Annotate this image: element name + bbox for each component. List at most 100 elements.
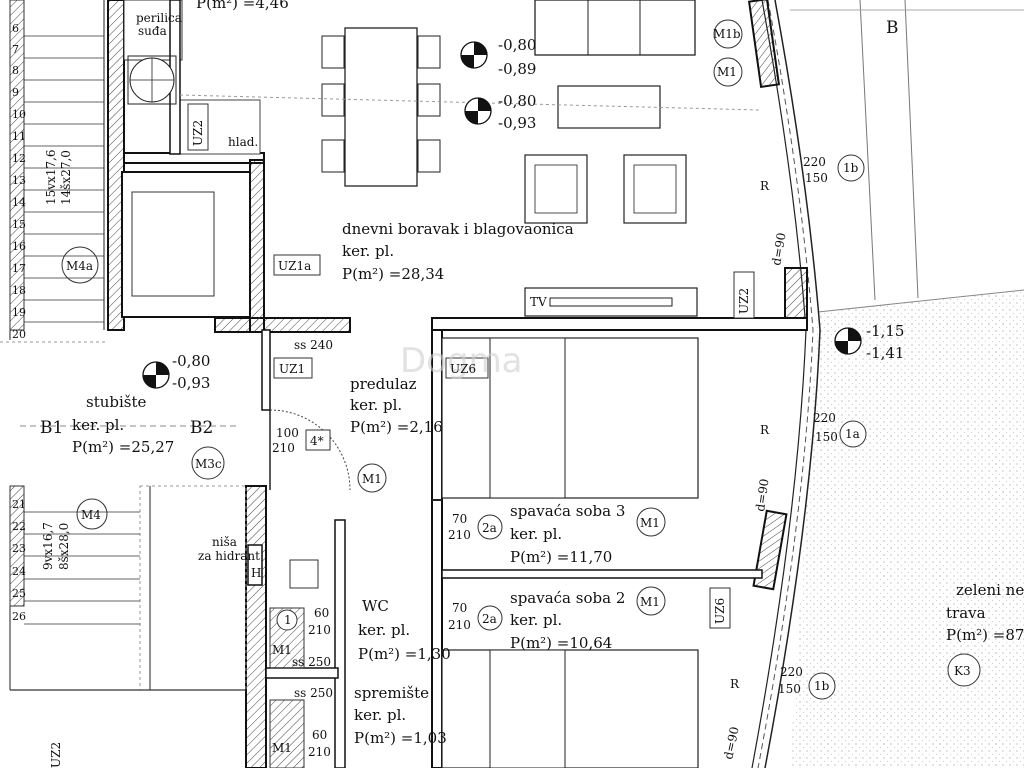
stair-step-26: 26 xyxy=(12,610,26,623)
tag-1: 1 xyxy=(284,613,292,627)
garden-edge-line xyxy=(817,289,1024,313)
bed-3-divider xyxy=(489,337,566,499)
wall-bedroom-west xyxy=(431,329,443,768)
hydrant-niche xyxy=(247,544,263,586)
chair-2 xyxy=(321,83,345,117)
tag-circle-1 xyxy=(276,609,298,631)
ss250b: ss 250 xyxy=(294,686,333,700)
stair-dim-upper-a: 15vx17,6 xyxy=(44,149,58,205)
stair-step-lines-upper xyxy=(24,35,104,323)
level-3a: -0,80 xyxy=(172,352,210,370)
pass-area: P(m²) =2,16 xyxy=(350,418,443,436)
living-name: dnevni boravak i blagovaonica xyxy=(342,220,574,238)
wall-living-south xyxy=(431,317,808,331)
stair-step-10: 10 xyxy=(12,108,26,121)
tag-2a-1: 2a xyxy=(482,521,497,535)
wm-box xyxy=(127,55,177,105)
store-floor: ker. pl. xyxy=(354,706,406,724)
stair-step-12: 12 xyxy=(12,152,26,165)
door-dim-60a: 60 xyxy=(314,606,329,620)
perilica-label-2: suđa xyxy=(138,24,167,38)
wc-area: P(m²) =1,30 xyxy=(358,645,451,663)
tag-2a-2: 2a xyxy=(482,612,497,626)
section-b-top: B xyxy=(886,18,899,38)
stair-step-13: 13 xyxy=(12,174,26,187)
door-dim-70a: 70 xyxy=(452,512,467,526)
stair-steps-upper: 6 7 8 9 10 11 12 13 14 15 16 17 18 19 20 xyxy=(12,22,26,341)
stair-dim-lower-b: 8šx28,0 xyxy=(57,523,71,570)
tag-uz2-top: UZ2 xyxy=(191,120,205,146)
chair-3 xyxy=(321,139,345,173)
facade-d90-a: d=90 xyxy=(769,232,789,267)
ss240: ss 240 xyxy=(294,338,333,352)
stair-step-20: 20 xyxy=(12,328,26,341)
tag-circle-m3c xyxy=(191,446,225,480)
shaft-inner xyxy=(131,191,215,297)
bed-2 xyxy=(441,649,699,768)
stair-step-8: 8 xyxy=(12,64,19,77)
tv-screen xyxy=(549,297,673,307)
stair-step-17: 17 xyxy=(12,262,26,275)
tag-circle-1a xyxy=(839,420,867,448)
tag-m3c: M3c xyxy=(195,457,222,471)
window1-b: 150 xyxy=(805,171,828,185)
tag-uz6-vert: UZ6 xyxy=(713,598,727,624)
door-dim-210d: 210 xyxy=(308,623,331,637)
kitchen-area: P(m²) =4,46 xyxy=(196,0,289,12)
tag-circle-1b-b xyxy=(808,672,836,700)
level-2a: -0,80 xyxy=(498,92,536,110)
hall-name: stubište xyxy=(86,393,147,411)
tag-circle-2a-1 xyxy=(477,514,503,540)
tag-k3: K3 xyxy=(954,664,971,678)
stair-step-22: 22 xyxy=(12,520,26,533)
bed3-floor: ker. pl. xyxy=(510,525,562,543)
stair-step-19: 19 xyxy=(12,306,26,319)
facade-window-1 xyxy=(747,0,781,88)
door-dim-210c: 210 xyxy=(448,618,471,632)
stair-step-16: 16 xyxy=(12,240,26,253)
bed2-name: spavaća soba 2 xyxy=(510,589,625,607)
door-dim-210a: 210 xyxy=(272,441,295,455)
tag-uz6: UZ6 xyxy=(450,362,476,376)
wall-service-west xyxy=(245,485,267,768)
chair-4 xyxy=(417,35,441,69)
tag-box-uz2-top xyxy=(187,103,209,151)
level-marker-3 xyxy=(142,361,170,389)
garden-area: P(m²) =87 xyxy=(946,626,1024,644)
stair-step-7: 7 xyxy=(12,43,19,56)
perilica-label-1: perilica xyxy=(136,11,182,25)
window3-r: R xyxy=(730,677,740,691)
wall-pass-west xyxy=(261,329,271,411)
stair-steps-lower: 21 22 23 24 25 26 xyxy=(12,498,26,623)
watermark: Dogma xyxy=(400,341,523,381)
armchair-1-seat xyxy=(534,164,578,214)
stair-landing-box xyxy=(139,485,247,691)
living-area: P(m²) =28,34 xyxy=(342,265,444,283)
level-4a: -1,15 xyxy=(866,322,904,340)
wall-service-east xyxy=(334,519,346,768)
garden-area xyxy=(790,290,1024,768)
wall-bed3-bed2 xyxy=(441,569,763,579)
hall-floor: ker. pl. xyxy=(72,416,124,434)
window3-a: 220 xyxy=(780,665,803,679)
bed-2-divider xyxy=(489,649,566,768)
garden-name: zeleni nep xyxy=(956,581,1024,599)
tag-m1-store: M1 xyxy=(272,741,292,755)
stair-rail-bar2 xyxy=(9,485,25,607)
bed3-name: spavaća soba 3 xyxy=(510,502,625,520)
level-marker-1 xyxy=(460,41,488,69)
wc-floor: ker. pl. xyxy=(358,621,410,639)
tag-uz2-right: UZ2 xyxy=(737,288,751,314)
tag-circle-k3 xyxy=(947,653,981,687)
stair-step-24: 24 xyxy=(12,565,26,578)
hall-area: P(m²) =25,27 xyxy=(72,438,174,456)
terrace-line-2 xyxy=(904,0,919,299)
level-1a: -0,80 xyxy=(498,36,536,54)
wall-shaft-east xyxy=(249,159,265,333)
tag-circle-m1-b2 xyxy=(636,586,666,616)
level-marker-4 xyxy=(834,327,862,355)
door-dim-210e: 210 xyxy=(308,745,331,759)
tag-box-4 xyxy=(305,429,331,451)
stair-step-25: 25 xyxy=(12,587,26,600)
